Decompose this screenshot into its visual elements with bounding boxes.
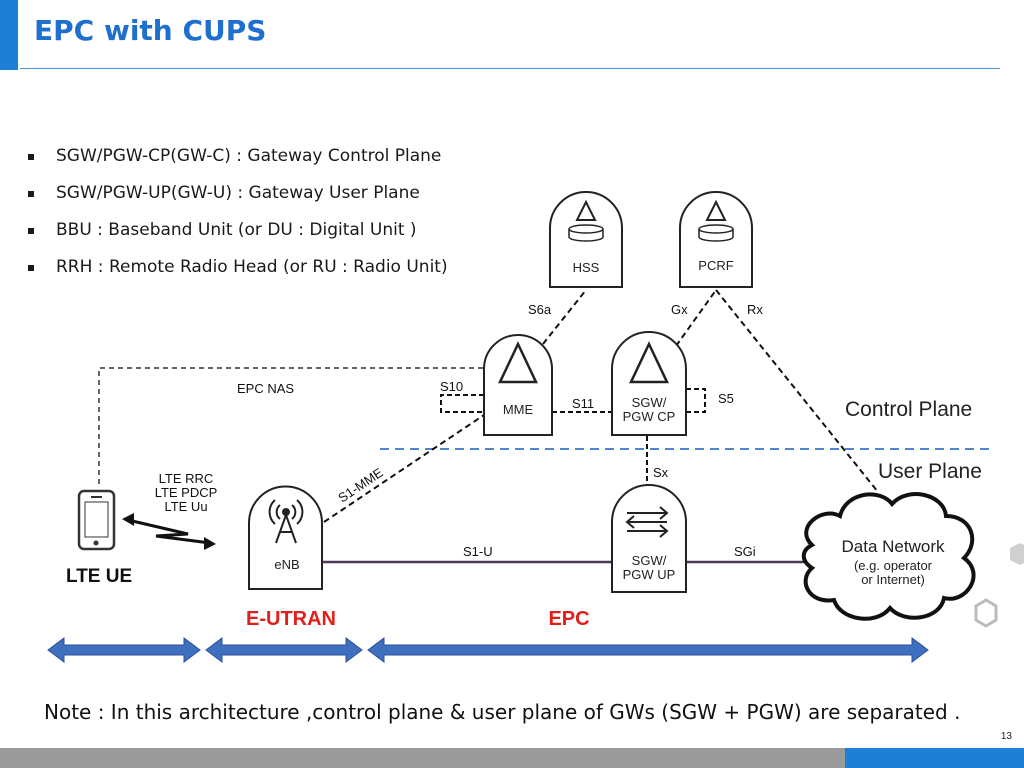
data-network-sub1: (e.g. operator bbox=[854, 558, 933, 573]
bullet-list: SGW/PGW-CP(GW-C) : Gateway Control Plane… bbox=[28, 146, 448, 294]
mme-label: MME bbox=[503, 402, 534, 417]
epc-nas-link bbox=[98, 367, 483, 484]
antenna-icon bbox=[268, 499, 304, 544]
pcrf-node: PCRF bbox=[679, 191, 753, 288]
data-network-sub2: or Internet) bbox=[861, 572, 925, 587]
title-divider bbox=[20, 68, 1000, 69]
s10-label: S10 bbox=[440, 379, 463, 394]
title-accent-bar bbox=[0, 0, 18, 70]
s6a-label: S6a bbox=[528, 302, 552, 317]
triangle-icon bbox=[705, 199, 727, 221]
bullet-marker bbox=[28, 154, 34, 160]
triangle-icon bbox=[498, 341, 538, 384]
bullet-item: SGW/PGW-UP(GW-U) : Gateway User Plane bbox=[28, 183, 448, 220]
user-plane-label: User Plane bbox=[878, 460, 982, 483]
triangle-icon bbox=[629, 341, 669, 384]
lte-rrc-label: LTE RRC bbox=[159, 471, 214, 486]
sgw-cp-label-line2: PGW CP bbox=[623, 409, 676, 424]
mme-node: MME bbox=[483, 334, 553, 436]
s6a-link bbox=[542, 289, 587, 345]
sgw-up-label-line1: SGW/ bbox=[632, 553, 667, 568]
sgw-cp-label-line1: SGW/ bbox=[632, 395, 667, 410]
lte-pdcp-label: LTE PDCP bbox=[155, 485, 218, 500]
triangle-icon bbox=[575, 199, 597, 221]
gx-link bbox=[675, 289, 717, 347]
bullet-marker bbox=[28, 191, 34, 197]
architecture-note: Note : In this architecture ,control pla… bbox=[44, 700, 961, 724]
bullet-item: SGW/PGW-CP(GW-C) : Gateway Control Plane bbox=[28, 146, 448, 183]
footer-accent bbox=[845, 748, 1024, 768]
epc-label: EPC bbox=[548, 608, 589, 630]
sgi-label: SGi bbox=[734, 544, 756, 559]
radio-link bbox=[122, 513, 216, 550]
lte-ue-device: LTE UE bbox=[66, 489, 132, 587]
sx-label: Sx bbox=[653, 465, 669, 480]
enb-label: eNB bbox=[274, 557, 299, 572]
epc-span-arrow bbox=[367, 637, 929, 663]
eutran-label: E-UTRAN bbox=[246, 608, 336, 630]
sgw-up-label-line2: PGW UP bbox=[623, 567, 676, 582]
ue-span-arrow bbox=[47, 637, 201, 663]
gx-label: Gx bbox=[671, 302, 688, 317]
bullet-text: RRH : Remote Radio Head (or RU : Radio U… bbox=[56, 257, 448, 277]
s1-u-label: S1-U bbox=[463, 544, 493, 559]
hss-label: HSS bbox=[573, 260, 600, 275]
lte-ue-label: LTE UE bbox=[66, 566, 132, 587]
bullet-text: BBU : Baseband Unit (or DU : Digital Uni… bbox=[56, 220, 417, 240]
bullet-marker bbox=[28, 228, 34, 234]
phone-icon bbox=[77, 489, 116, 551]
bullet-text: SGW/PGW-CP(GW-C) : Gateway Control Plane bbox=[56, 146, 442, 166]
eutran-span-arrow bbox=[205, 637, 363, 663]
decor-hexagon bbox=[1010, 543, 1024, 565]
data-network-title: Data Network bbox=[842, 537, 945, 556]
bullet-marker bbox=[28, 265, 34, 271]
bullet-item: RRH : Remote Radio Head (or RU : Radio U… bbox=[28, 257, 448, 294]
page-number: 13 bbox=[1000, 731, 1012, 742]
s5-label: S5 bbox=[718, 391, 734, 406]
hss-node: HSS bbox=[549, 191, 623, 288]
bullet-text: SGW/PGW-UP(GW-U) : Gateway User Plane bbox=[56, 183, 420, 203]
rx-label: Rx bbox=[747, 302, 763, 317]
enb-node: eNB bbox=[248, 485, 323, 590]
sgw-up-node: SGW/ PGW UP bbox=[611, 484, 687, 593]
s5-loop bbox=[686, 388, 706, 413]
s11-label: S11 bbox=[572, 396, 594, 411]
s10-loop bbox=[440, 394, 484, 413]
bullet-item: BBU : Baseband Unit (or DU : Digital Uni… bbox=[28, 220, 448, 257]
footer-bar bbox=[0, 748, 1024, 768]
pcrf-label: PCRF bbox=[698, 258, 733, 273]
sgw-cp-node: SGW/ PGW CP bbox=[611, 331, 687, 436]
data-network-cloud: Data Network (e.g. operator or Internet) bbox=[801, 492, 976, 621]
exchange-arrows-icon bbox=[625, 506, 669, 538]
rx-link bbox=[715, 289, 879, 493]
control-plane-label: Control Plane bbox=[845, 398, 972, 421]
lte-uu-label: LTE Uu bbox=[164, 499, 207, 514]
epc-nas-label: EPC NAS bbox=[237, 381, 294, 396]
slide-title: EPC with CUPS bbox=[34, 14, 267, 47]
s1-mme-link bbox=[323, 414, 485, 523]
decor-hexagon bbox=[974, 598, 998, 628]
